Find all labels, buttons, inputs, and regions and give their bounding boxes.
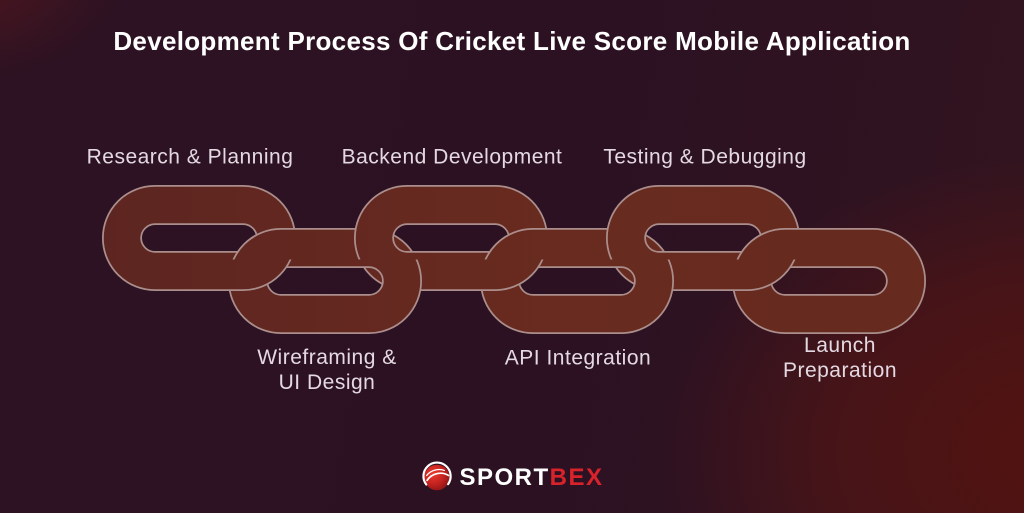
stage-label-backend-development: Backend Development: [341, 145, 563, 169]
brand-wordmark: SPORTBEX: [459, 464, 603, 492]
stage-label-research-planning: Research & Planning: [86, 145, 294, 169]
brand-logo: SPORTBEX: [420, 461, 603, 494]
brand-wordmark-accent: BEX: [549, 463, 604, 491]
page-title: Development Process Of Cricket Live Scor…: [113, 26, 911, 56]
sportbex-ball-icon: [422, 461, 452, 491]
stage-label-testing-debugging: Testing & Debugging: [603, 145, 807, 169]
stage-label-wireframing-ui-design: Wireframing & UI Design: [257, 346, 397, 394]
brand-wordmark-primary: SPORT: [459, 463, 550, 491]
stage-label-launch-preparation: Launch Preparation: [782, 334, 898, 382]
stage-label-api-integration: API Integration: [504, 346, 652, 370]
